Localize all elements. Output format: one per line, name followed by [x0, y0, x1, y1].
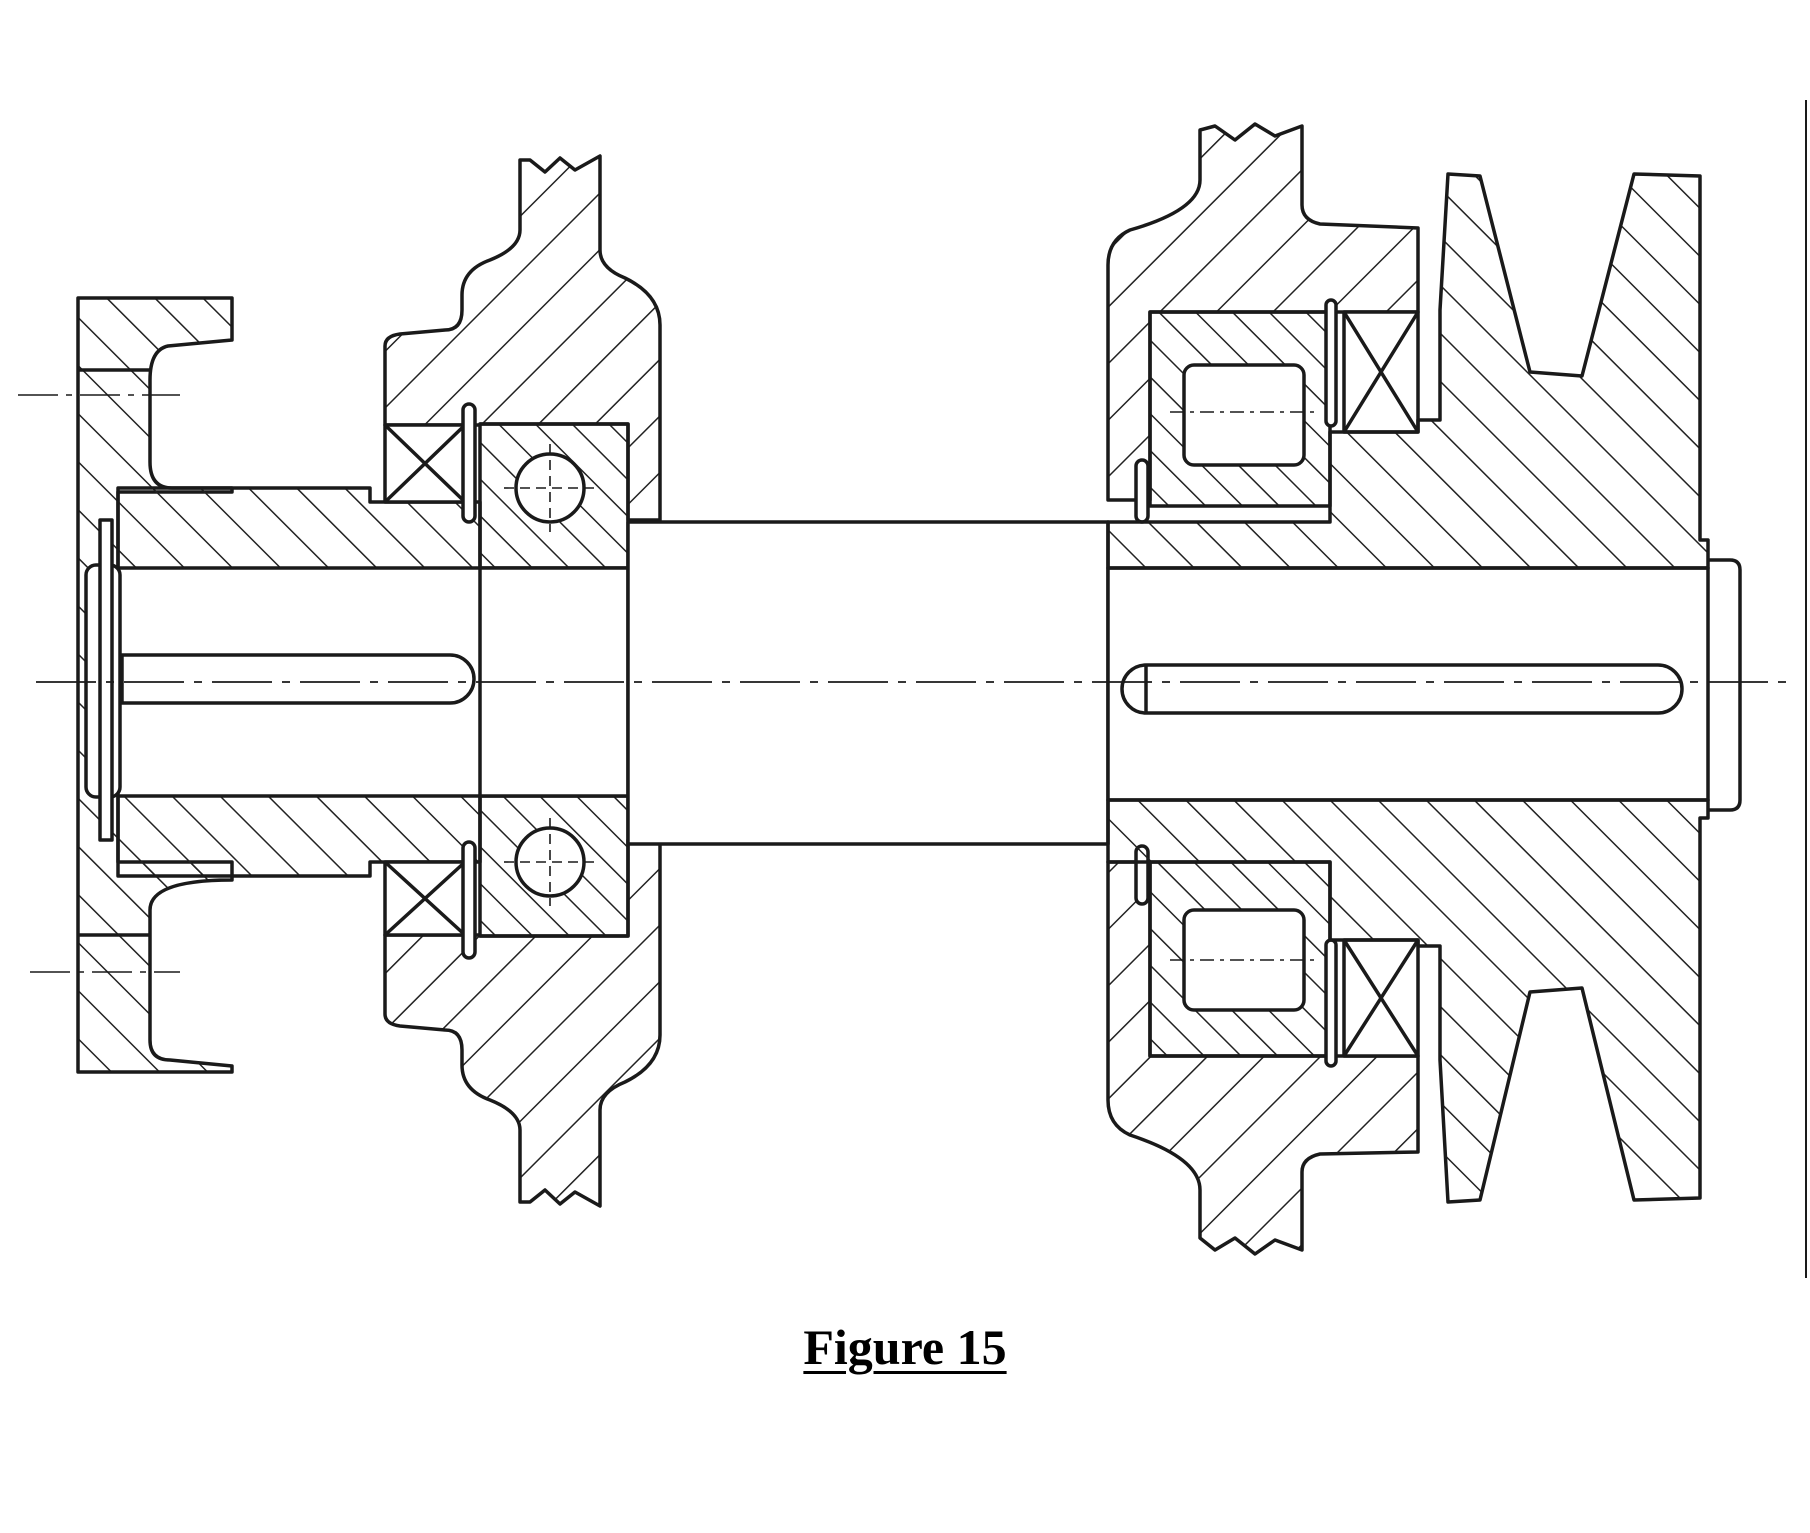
- left-seal: [383, 402, 477, 960]
- v-belt-pulley: [1106, 172, 1710, 1204]
- left-sleeve: [84, 486, 482, 878]
- right-seal: [1342, 310, 1420, 1058]
- left-housing: [383, 154, 662, 1208]
- shaft-assembly-drawing: [18, 100, 1807, 1278]
- left-pin: [120, 653, 476, 705]
- left-ball-bearing: [478, 422, 630, 938]
- right-pin: [1120, 663, 1684, 715]
- figure-caption: Figure 15: [803, 1319, 1007, 1375]
